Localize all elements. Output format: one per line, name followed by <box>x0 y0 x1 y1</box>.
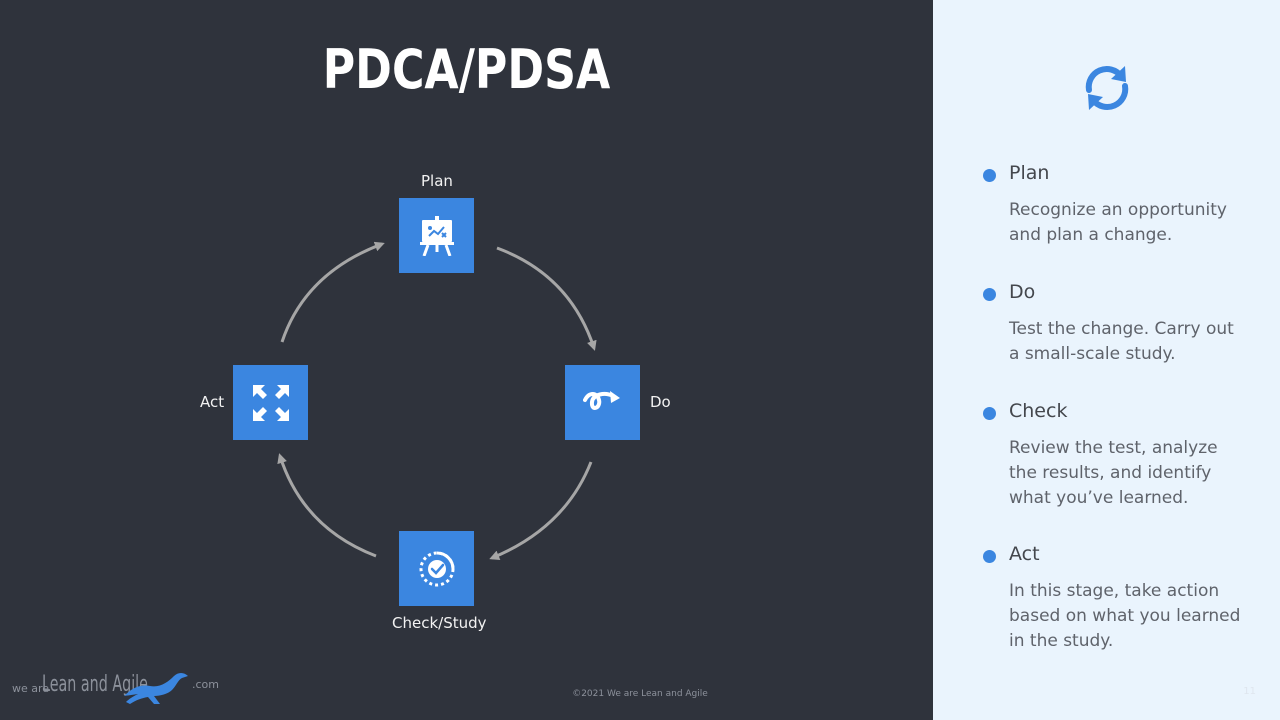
step-title: Plan <box>1009 162 1050 184</box>
step-description: Review the test, analyze the results, an… <box>1009 438 1218 508</box>
logo-domain: .com <box>192 678 219 691</box>
cycle-arrows <box>277 241 597 560</box>
step-title: Do <box>1009 281 1036 303</box>
step-description: In this stage, take action based on what… <box>1009 581 1241 651</box>
greyhound-icon <box>124 673 188 704</box>
footer-copyright: ©2021 We are Lean and Agile <box>572 689 708 699</box>
bullet-icon <box>983 407 996 420</box>
logo-we-are: we are <box>12 682 50 695</box>
arrow-do-to-check <box>489 461 593 560</box>
node-label-act: Act <box>200 393 225 411</box>
refresh-cycle-icon <box>1085 66 1129 110</box>
page-number: 11 <box>1243 686 1256 697</box>
node-label-plan: Plan <box>421 172 453 190</box>
node-act <box>233 365 308 440</box>
arrow-plan-to-do <box>496 246 597 351</box>
bullet-icon <box>983 169 996 182</box>
node-check <box>399 531 474 606</box>
check-circle-icon <box>419 551 454 586</box>
bullet-icon <box>983 550 996 563</box>
steps-panel <box>933 0 1280 720</box>
arrow-check-to-act <box>277 453 377 558</box>
node-label-do: Do <box>650 393 671 411</box>
node-plan <box>399 198 474 273</box>
expand-arrows-icon <box>252 384 289 421</box>
step-title: Check <box>1009 400 1068 422</box>
easel-plan-icon <box>419 215 454 256</box>
bullet-icon <box>983 288 996 301</box>
loop-arrow-icon <box>582 390 620 410</box>
step-description: Test the change. Carry out a small-scale… <box>1009 319 1234 364</box>
node-label-check: Check/Study <box>392 614 487 632</box>
step-description: Recognize an opportunity and plan a chan… <box>1009 200 1227 245</box>
node-do <box>565 365 640 440</box>
step-title: Act <box>1009 543 1040 565</box>
slide-title: PDCA/PDSA <box>322 38 611 101</box>
arrow-act-to-plan <box>280 241 385 343</box>
